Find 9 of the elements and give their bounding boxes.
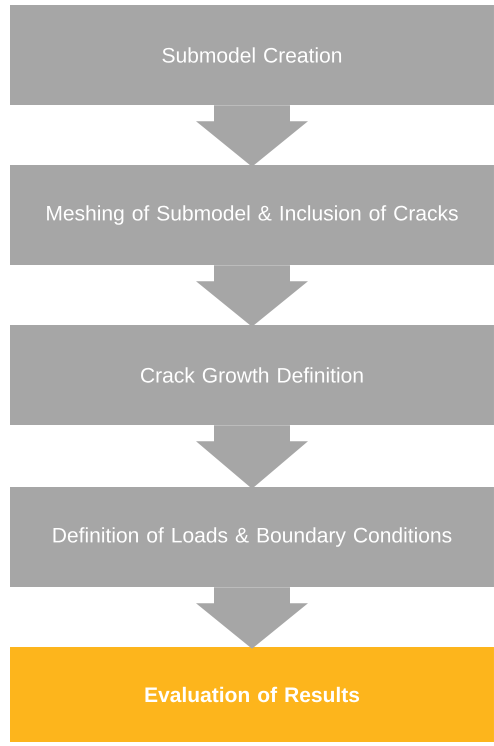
result-box: Evaluation of Results — [10, 647, 494, 742]
process-box: Crack Growth Definition — [10, 325, 494, 425]
process-box: Definition of Loads & Boundary Conditions — [10, 487, 494, 587]
arrow — [196, 105, 308, 167]
process-box: Meshing of Submodel & Inclusion of Cracks — [10, 165, 494, 265]
arrow — [196, 425, 308, 489]
arrow — [196, 265, 308, 327]
arrow — [196, 587, 308, 649]
process-box: Submodel Creation — [10, 5, 494, 105]
